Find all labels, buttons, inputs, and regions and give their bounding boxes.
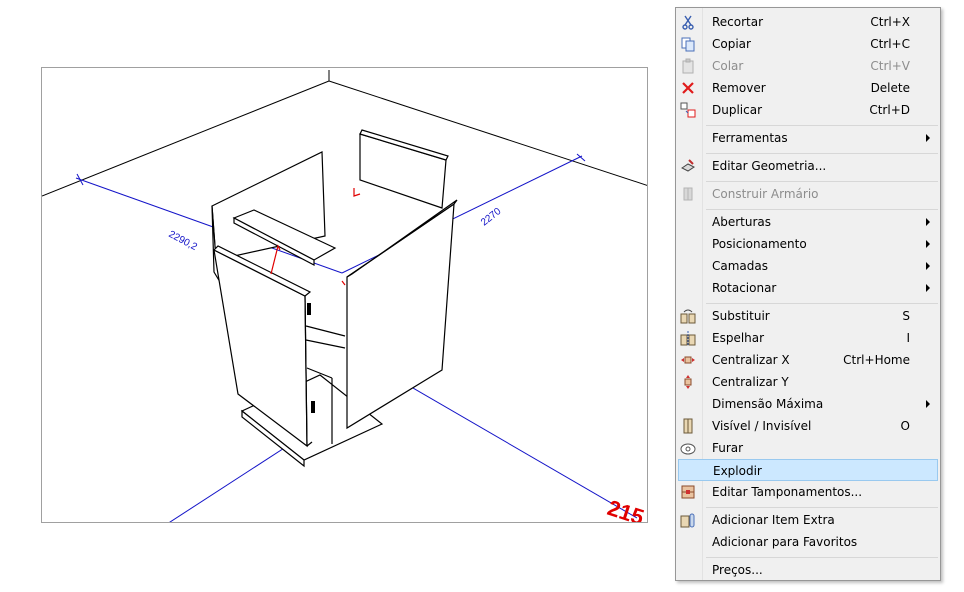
menu-separator (706, 209, 938, 210)
menu-item-espelhar[interactable]: Espelhar I (678, 327, 938, 349)
menu-item-recortar[interactable]: Recortar Ctrl+X (678, 11, 938, 33)
menu-item-posicionamento[interactable]: Posicionamento (678, 233, 938, 255)
visibility-icon (680, 418, 696, 434)
menu-item-label: Explodir (713, 464, 762, 478)
submenu-arrow-icon (926, 262, 930, 270)
edit-geometry-icon (680, 158, 696, 174)
menu-item-centralizar-y[interactable]: Centralizar Y (678, 371, 938, 393)
center-x-icon (680, 352, 696, 368)
menu-item-label: Centralizar X (712, 353, 790, 367)
menu-separator (706, 181, 938, 182)
menu-item-camadas[interactable]: Camadas (678, 255, 938, 277)
paste-icon (680, 58, 696, 74)
menu-item-label: Adicionar para Favoritos (712, 535, 858, 549)
menu-item-label: Dimensão Máxima (712, 397, 824, 411)
menu-item-label: Camadas (712, 259, 768, 273)
menu-item-shortcut: Ctrl+D (869, 103, 910, 117)
submenu-arrow-icon (926, 134, 930, 142)
dimension-label-depth: 2270 (479, 206, 504, 229)
submenu-arrow-icon (926, 218, 930, 226)
menu-item-substituir[interactable]: Substituir S (678, 305, 938, 327)
menu-item-label: Visível / Invisível (712, 419, 812, 433)
menu-item-label: Construir Armário (712, 187, 819, 201)
menu-item-shortcut: Ctrl+X (870, 15, 910, 29)
menu-item-label: Ferramentas (712, 131, 788, 145)
submenu-arrow-icon (926, 400, 930, 408)
menu-item-label: Adicionar Item Extra (712, 513, 835, 527)
menu-item-ferramentas[interactable]: Ferramentas (678, 127, 938, 149)
replace-icon (680, 308, 696, 324)
center-y-icon (680, 374, 696, 390)
menu-item-label: Remover (712, 81, 766, 95)
menu-item-label: Aberturas (712, 215, 771, 229)
duplicate-icon (680, 102, 696, 118)
cabinet-3d-drawing: 2290,2 2270 215 (42, 70, 647, 523)
menu-separator (706, 125, 938, 126)
menu-item-editar-geometria[interactable]: Editar Geometria... (678, 155, 938, 177)
scissors-icon (680, 14, 696, 30)
cabinet-body (211, 129, 458, 468)
menu-item-remover[interactable]: Remover Delete (678, 77, 938, 99)
menu-item-shortcut: Ctrl+C (870, 37, 910, 51)
hinges (307, 303, 315, 413)
menu-item-construir-armario[interactable]: Construir Armário (678, 183, 938, 205)
menu-item-precos[interactable]: Preços... (678, 559, 938, 581)
menu-separator (706, 153, 938, 154)
menu-item-shortcut: I (906, 331, 910, 345)
menu-item-aberturas[interactable]: Aberturas (678, 211, 938, 233)
copy-icon (680, 36, 696, 52)
menu-item-copiar[interactable]: Copiar Ctrl+C (678, 33, 938, 55)
menu-item-adicionar-favoritos[interactable]: Adicionar para Favoritos (678, 531, 938, 553)
edit-panels-icon (680, 484, 696, 500)
menu-item-label: Duplicar (712, 103, 763, 117)
menu-item-furar[interactable]: Furar (678, 437, 938, 459)
remove-x-icon (680, 80, 696, 96)
menu-item-label: Copiar (712, 37, 751, 51)
menu-item-rotacionar[interactable]: Rotacionar (678, 277, 938, 299)
menu-separator (706, 303, 938, 304)
menu-item-label: Espelhar (712, 331, 765, 345)
menu-item-adicionar-item-extra[interactable]: Adicionar Item Extra (678, 509, 938, 531)
menu-item-shortcut: Ctrl+Home (843, 353, 910, 367)
menu-item-label: Furar (712, 441, 744, 455)
menu-separator (706, 557, 938, 558)
menu-item-label: Editar Tamponamentos... (712, 485, 863, 499)
axis-marks (270, 188, 361, 286)
menu-item-colar[interactable]: Colar Ctrl+V (678, 55, 938, 77)
menu-item-shortcut: S (902, 309, 910, 323)
menu-item-label: Preços... (712, 563, 763, 577)
drill-icon (680, 440, 696, 456)
menu-item-label: Editar Geometria... (712, 159, 827, 173)
menu-item-dimensao-maxima[interactable]: Dimensão Máxima (678, 393, 938, 415)
menu-item-label: Recortar (712, 15, 764, 29)
menu-item-label: Rotacionar (712, 281, 777, 295)
submenu-arrow-icon (926, 240, 930, 248)
menu-item-editar-tamponamentos[interactable]: Editar Tamponamentos... (678, 481, 938, 503)
menu-item-centralizar-x[interactable]: Centralizar X Ctrl+Home (678, 349, 938, 371)
dimension-label-width: 2290,2 (167, 229, 200, 253)
menu-item-duplicar[interactable]: Duplicar Ctrl+D (678, 99, 938, 121)
menu-separator (706, 507, 938, 508)
menu-item-label: Colar (712, 59, 744, 73)
menu-item-label: Substituir (712, 309, 770, 323)
menu-item-label: Posicionamento (712, 237, 807, 251)
menu-item-visivel-invisivel[interactable]: Visível / Invisível O (678, 415, 938, 437)
add-extra-item-icon (680, 512, 696, 528)
dimension-label-height: 215 (604, 495, 647, 523)
mirror-icon (680, 330, 696, 346)
menu-item-shortcut: O (900, 419, 910, 433)
3d-viewport[interactable]: 2290,2 2270 215 (41, 67, 648, 523)
menu-item-explodir[interactable]: Explodir (678, 459, 938, 481)
submenu-arrow-icon (926, 284, 930, 292)
menu-item-label: Centralizar Y (712, 375, 789, 389)
context-menu: Recortar Ctrl+X Copiar Ctrl+C Colar Ctrl… (675, 7, 941, 581)
menu-item-shortcut: Ctrl+V (870, 59, 910, 73)
build-cabinet-icon (680, 186, 696, 202)
menu-item-shortcut: Delete (870, 81, 910, 95)
